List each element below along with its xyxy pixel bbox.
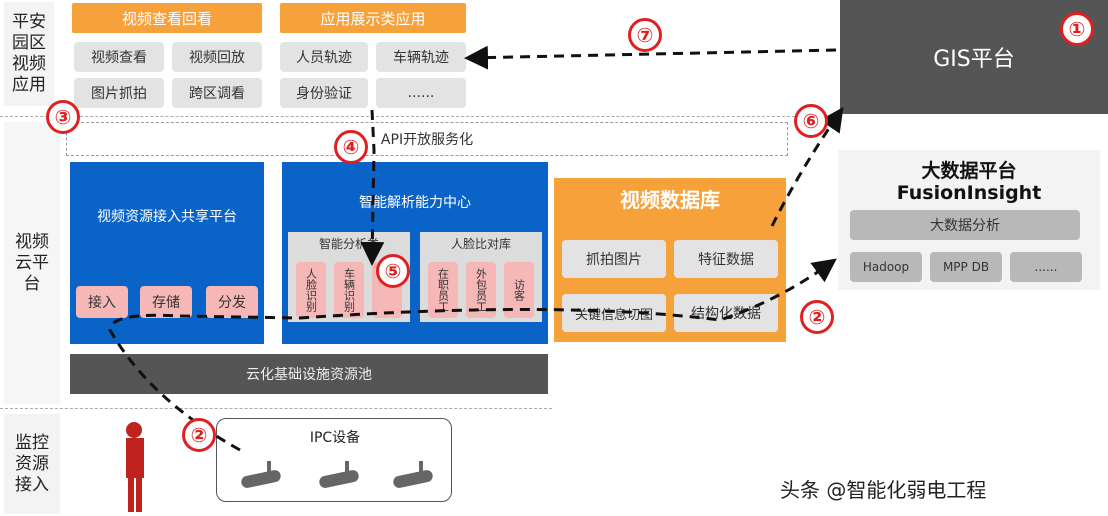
share-platform-title: 视频资源接入共享平台 <box>97 209 237 225</box>
bigdata-title: 大数据平台 <box>921 160 1017 182</box>
share-item: 分发 <box>206 286 258 318</box>
app-item[interactable]: 车辆轨迹 <box>376 42 466 72</box>
bigdata-platform: 大数据平台 FusionInsight 大数据分析 Hadoop MPP DB … <box>838 150 1100 290</box>
group-title: 视频查看回看 <box>72 3 262 33</box>
bigdata-item: Hadoop <box>850 252 922 282</box>
layer-label-access: 监控资源接入 <box>4 414 60 514</box>
step-2-lower: ② <box>182 418 216 452</box>
bigdata-subtitle: FusionInsight <box>896 182 1042 204</box>
app-item[interactable]: 视频回放 <box>172 42 262 72</box>
app-item[interactable]: 视频查看 <box>74 42 164 72</box>
infra-bar: 云化基础设施资源池 <box>70 354 548 394</box>
arrow-2 <box>108 258 837 452</box>
person-icon <box>126 422 144 512</box>
bigdata-item: MPP DB <box>930 252 1002 282</box>
share-item: 接入 <box>76 286 128 318</box>
app-item[interactable]: ...... <box>376 78 466 108</box>
share-platform: 视频资源接入共享平台 接入 存储 分发 <box>70 162 264 344</box>
camera-icon <box>241 461 281 488</box>
step-1: ① <box>1060 12 1094 46</box>
video-db: 视频数据库 抓拍图片 特征数据 关键信息切图 结构化数据 <box>554 178 786 342</box>
layer-label-text: 视频云平台 <box>15 231 49 294</box>
camera-icon <box>393 461 433 488</box>
analysis-item: 人脸识别 <box>296 262 326 318</box>
face-db-item: 在职员工 <box>428 262 458 318</box>
step-4: ④ <box>334 130 368 164</box>
ipc-devices: IPC设备 <box>216 418 452 502</box>
camera-icon <box>319 461 359 488</box>
bigdata-analysis: 大数据分析 <box>850 210 1080 240</box>
step-3: ③ <box>46 100 80 134</box>
app-item[interactable]: 身份验证 <box>280 78 368 108</box>
analysis-center: 智能解析能力中心 智能分析类 人脸识别 车辆识别 人脸比对库 在职员工 外包员工… <box>282 162 548 344</box>
video-db-item: 抓拍图片 <box>562 240 666 278</box>
camera-icons <box>241 461 433 488</box>
analysis-center-title: 智能解析能力中心 <box>359 195 471 211</box>
analysis-box: 智能分析类 人脸识别 车辆识别 <box>288 232 410 322</box>
arrow-4 <box>360 109 385 266</box>
watermark: 头条 @智能化弱电工程 <box>780 478 987 502</box>
face-db-box: 人脸比对库 在职员工 外包员工 访客 <box>420 232 542 322</box>
arrow-7 <box>464 45 837 70</box>
share-item: 存储 <box>140 286 192 318</box>
ipc-title: IPC设备 <box>309 430 361 446</box>
step-2: ② <box>800 300 834 334</box>
face-db-title: 人脸比对库 <box>450 236 511 251</box>
group-title: 应用展示类应用 <box>280 3 466 33</box>
bigdata-item: ...... <box>1010 252 1082 282</box>
layer-label-text: 平安园区视频应用 <box>12 12 46 95</box>
video-db-item: 特征数据 <box>674 240 778 278</box>
video-db-item: 结构化数据 <box>674 294 778 332</box>
api-bar: API开放服务化 <box>66 122 788 156</box>
app-item[interactable]: 人员轨迹 <box>280 42 368 72</box>
analysis-item: 车辆识别 <box>334 262 364 318</box>
layer-label-text: 监控资源接入 <box>15 432 49 495</box>
video-db-title: 视频数据库 <box>620 188 720 212</box>
app-item[interactable]: 图片抓拍 <box>74 78 164 108</box>
layer-label-cloud: 视频云平台 <box>4 122 60 404</box>
divider <box>0 408 552 409</box>
step-6: ⑥ <box>794 104 828 138</box>
layer-label-app: 平安园区视频应用 <box>4 2 54 106</box>
app-item[interactable]: 跨区调看 <box>172 78 262 108</box>
step-5: ⑤ <box>376 254 410 288</box>
step-7: ⑦ <box>628 18 662 52</box>
divider <box>0 116 840 117</box>
